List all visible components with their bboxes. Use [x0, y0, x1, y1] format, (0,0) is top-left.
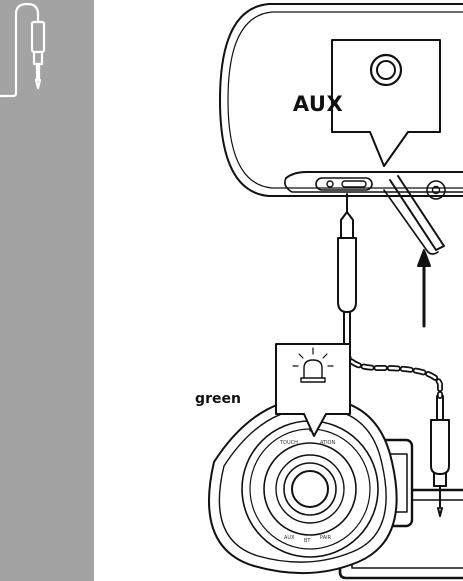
speaker-marking-ation: ATION [320, 440, 336, 446]
aux-plug-bottom [430, 395, 450, 517]
led-color-label: green [195, 391, 241, 407]
insert-arrow [417, 249, 431, 328]
speaker-body [219, 3, 463, 255]
speaker-marking-aux: AUX [284, 535, 295, 541]
sidebar-panel [0, 0, 94, 581]
aux-callout [331, 39, 441, 167]
dashed-cable [344, 347, 443, 399]
aux-cable-icon [0, 2, 46, 98]
speaker-marking-pair: PAIR [320, 535, 332, 541]
round-speaker [208, 396, 398, 575]
aux-plug-top [337, 193, 357, 351]
speaker-marking-touch: TOUCH [280, 440, 298, 446]
speaker-marking-bt: BT [304, 538, 311, 544]
aux-label: AUX [292, 92, 344, 116]
connection-diagram [94, 0, 463, 581]
diagram-drawing [208, 3, 463, 580]
led-callout [275, 343, 351, 437]
